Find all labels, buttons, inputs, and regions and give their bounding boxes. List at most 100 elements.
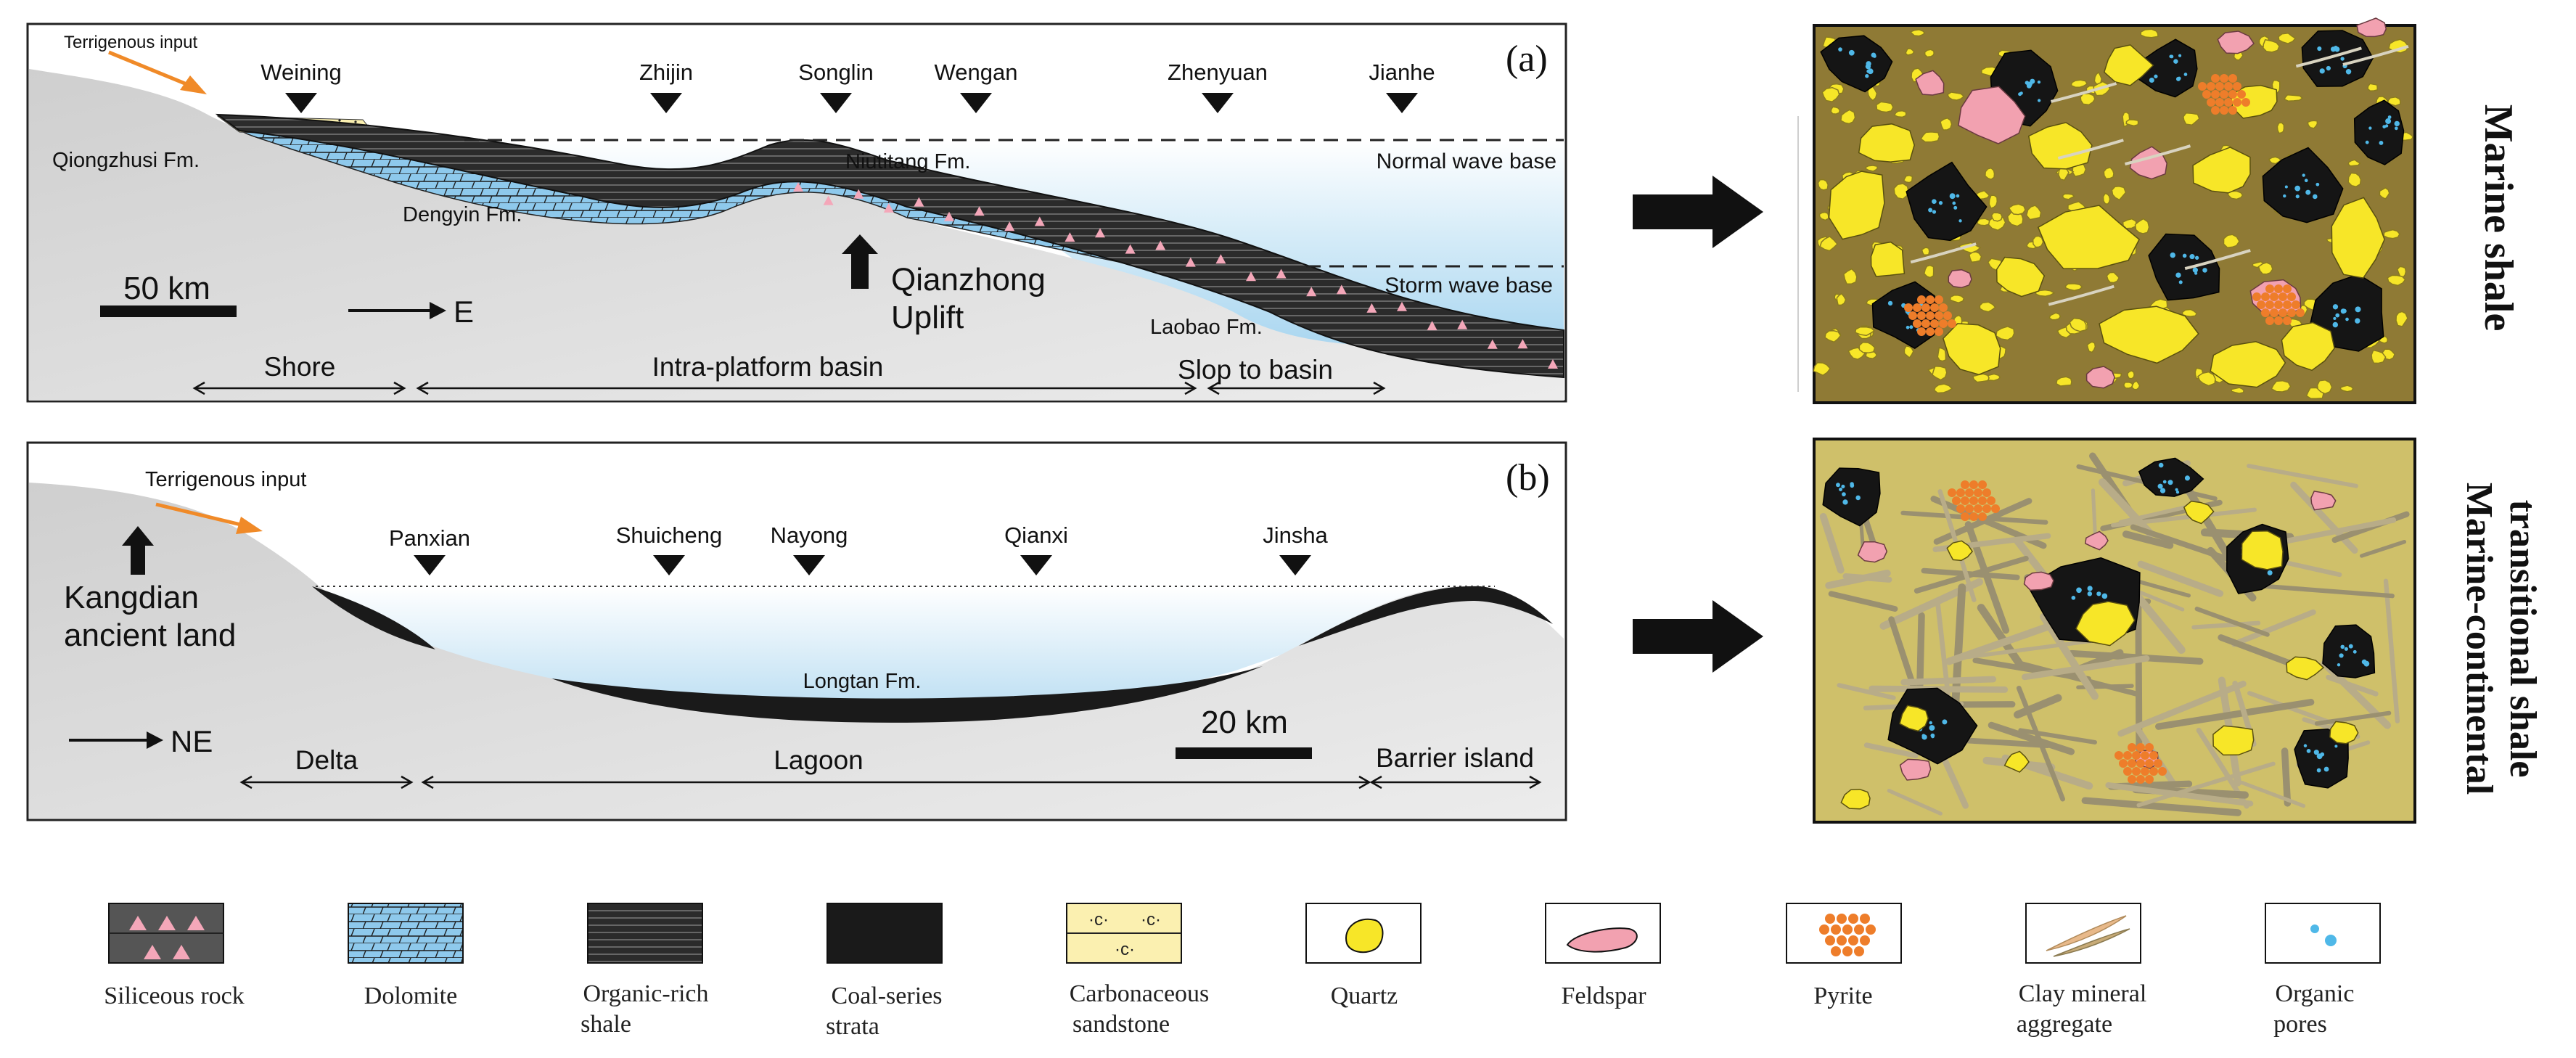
panel-b-terrigenous-arrow	[155, 502, 247, 528]
quartz-grain	[1865, 165, 1879, 172]
niutitang-formation-label: Niutitang Fm.	[845, 150, 970, 173]
organic-pore	[1838, 47, 1842, 52]
pyrite-grain	[2207, 98, 2215, 107]
clay-aggregate	[1913, 555, 2029, 594]
pyrite-grain	[2274, 300, 2283, 309]
siliceous-triangle-icon	[1004, 221, 1015, 231]
legend-label-line2: strata	[826, 1013, 879, 1040]
clay-flake	[2184, 249, 2251, 271]
siliceous-triangle-icon	[883, 202, 894, 213]
quartz-grain	[1870, 241, 1906, 277]
clay-aggregate	[2117, 681, 2247, 737]
organic-pore	[2340, 57, 2345, 61]
organic-pore	[2302, 173, 2305, 177]
quartz-grain	[2212, 725, 2255, 756]
panel-b-location: Panxian	[389, 525, 470, 575]
organic-pore	[2037, 99, 2041, 102]
zone-label: Intra-platform basin	[652, 352, 884, 382]
organic-pore	[2158, 462, 2164, 468]
organic-pore	[2365, 140, 2369, 144]
panel-a-location: Zhijin	[639, 60, 693, 113]
pyrite-grain	[1921, 303, 1930, 312]
coal-series-strata-swatch	[826, 903, 943, 964]
pyrite-grain	[2141, 751, 2149, 760]
quartz-grain	[2347, 159, 2361, 167]
clay-aggregate	[2015, 660, 2139, 697]
feldspar-grain-icon	[1566, 927, 1638, 953]
organic-pore	[1906, 325, 1910, 329]
quartz-grain	[1893, 110, 1907, 118]
pyrite-grain	[1917, 311, 1926, 320]
quartz-grain	[2103, 44, 2154, 86]
pyrite-grain	[1969, 512, 1978, 521]
clay-aggregate	[2021, 655, 2150, 681]
legend-item-feldspar: Feldspar	[1545, 903, 1661, 1009]
pyrite-grain	[1930, 303, 1939, 312]
pyrite-grain	[1930, 319, 1939, 328]
siliceous-triangle-icon	[1155, 240, 1166, 250]
quartz-grain	[2197, 371, 2216, 387]
quartz-grain	[1817, 179, 1829, 191]
quartz-grain	[1924, 49, 1935, 58]
organic-pore	[1929, 721, 1932, 725]
quartz-grain	[1972, 373, 1990, 383]
location-marker-icon	[1202, 93, 1234, 113]
organic-pore	[2339, 653, 2344, 658]
panel-b-location: Nayong	[771, 522, 848, 575]
quartz-grain	[1813, 361, 1831, 377]
pyrite-grain	[1913, 319, 1921, 328]
quartz-grain	[2371, 349, 2387, 364]
pyrite-grain	[1908, 311, 1917, 320]
pyrite-grain	[1935, 327, 1943, 336]
quartz-grain	[2329, 721, 2359, 745]
marine-pointer-arrow-icon	[1633, 176, 1763, 248]
zone-range-left-arrow-icon	[421, 775, 434, 790]
pyrite-grain	[1935, 311, 1943, 320]
organic-pore	[2159, 488, 2166, 493]
organic-pore	[2316, 753, 2323, 760]
pyrite-grain	[2252, 292, 2261, 301]
pyrite-grain	[2132, 751, 2141, 760]
siliceous-triangle-icon	[914, 197, 924, 207]
pyrite-grain	[1961, 512, 1969, 521]
pyrite-grain	[2141, 767, 2149, 776]
organic-pore	[1887, 300, 1893, 306]
location-label: Zhijin	[639, 60, 693, 85]
organic-pore	[2087, 586, 2093, 591]
pyrite-grain	[1956, 488, 1965, 497]
siliceous-triangle-icon	[1065, 232, 1075, 242]
legend-label-line1: Quartz	[1331, 983, 1398, 1009]
location-label: Jinsha	[1263, 522, 1328, 548]
zone-range-left-arrow-icon	[1369, 775, 1382, 790]
siliceous-triangle-icon	[944, 211, 954, 221]
panel-b: (b) Terrigenous input Kangdian ancient l…	[26, 441, 1567, 821]
organic-pore	[2178, 54, 2182, 57]
legend-item-coal-series-strata: Coal-series strata	[826, 903, 943, 1040]
quartz-grain	[2123, 382, 2133, 389]
quartz-grain	[1854, 326, 1875, 337]
storm-wave-base-label: Storm wave base	[1385, 274, 1553, 298]
organic-pore	[1848, 49, 1855, 56]
clay-aggregate	[1837, 683, 1896, 700]
clay-aggregate	[1825, 570, 1891, 589]
pyrite-grain	[2211, 74, 2220, 83]
quartz-grain	[2032, 235, 2044, 248]
legend-item-organic-pores: Organic pores	[2265, 903, 2381, 1038]
quartz-grain	[1949, 295, 1965, 303]
kangdian-land-label-line2: ancient land	[64, 618, 236, 653]
clay-aggregate	[2155, 699, 2315, 730]
organic-pore	[2333, 316, 2337, 320]
clay-flake	[1910, 242, 1977, 264]
organic-pore	[2157, 483, 2163, 489]
clay-aggregate	[2098, 478, 2154, 538]
quartz-grain	[1921, 247, 1930, 255]
panel-a-zone-shore: Shore	[192, 352, 406, 395]
quartz-grain	[2284, 94, 2304, 102]
organic-pore	[2345, 317, 2349, 321]
quartz-grain	[1943, 323, 2001, 375]
panel-b-water	[316, 586, 1495, 715]
legend-label-line1: Feldspar	[1561, 983, 1646, 1009]
quartz-grain	[2331, 197, 2385, 279]
organic-pore	[2175, 488, 2178, 491]
pyrite-grain	[2132, 767, 2141, 776]
